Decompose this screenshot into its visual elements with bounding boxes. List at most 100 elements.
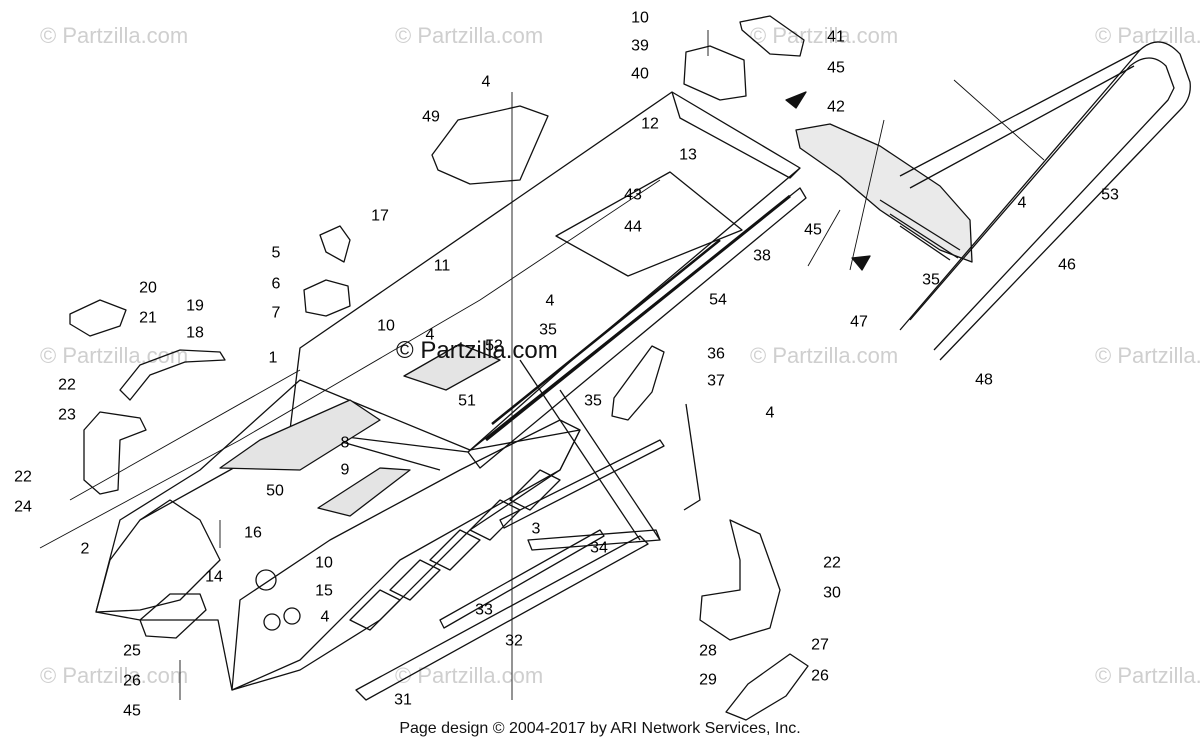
callout-number: 22 <box>58 377 76 394</box>
callout-number: 46 <box>1058 257 1076 274</box>
arrow-marker <box>785 91 807 109</box>
callout-number: 7 <box>272 305 281 322</box>
watermark-text: © Partzilla.com <box>40 663 188 688</box>
callout-number: 45 <box>123 703 141 720</box>
chassis-right-side <box>231 419 581 691</box>
callout-number: 9 <box>341 462 350 479</box>
running-board-rail-33 <box>439 529 605 629</box>
callout-number: 24 <box>14 499 32 516</box>
callout-number: 17 <box>371 208 389 225</box>
callout-number: 1 <box>269 350 278 367</box>
footrest-pad-left <box>219 399 381 471</box>
callout-number: 34 <box>590 540 608 557</box>
rear-bumper-46-inner <box>909 57 1175 351</box>
watermark-text: © Partzilla.com <box>750 23 898 48</box>
callout-number: 50 <box>266 483 284 500</box>
callout-number: 37 <box>707 373 725 390</box>
center-watermark: © Partzilla.com <box>396 337 558 364</box>
callout-number: 35 <box>922 272 940 289</box>
arrow-marker <box>851 255 871 271</box>
running-board-31 <box>355 535 649 701</box>
callout-number: 54 <box>709 292 727 309</box>
callout-number: 38 <box>753 248 771 265</box>
gusset-23 <box>83 411 147 495</box>
watermark-text: © Partzilla.com <box>395 23 543 48</box>
leader-lines <box>39 30 1045 700</box>
skid-plate-27 <box>725 653 809 721</box>
callout-number: 15 <box>315 583 333 600</box>
page-footer: Page design © 2004-2017 by ARI Network S… <box>399 720 801 737</box>
callout-number: 45 <box>804 222 822 239</box>
callout-number: 18 <box>186 325 204 342</box>
callout-number: 4 <box>546 293 555 310</box>
callout-number: 22 <box>14 469 32 486</box>
callout-number: 47 <box>850 314 868 331</box>
watermark-text: © Partzilla.com <box>1095 663 1200 688</box>
callout-number: 14 <box>205 569 223 586</box>
callout-number: 10 <box>315 555 333 572</box>
callout-number: 43 <box>624 187 642 204</box>
running-board-strap-2 <box>519 359 641 541</box>
callout-number: 33 <box>475 602 493 619</box>
rear-bumper-46 <box>899 41 1191 361</box>
callout-number: 16 <box>244 525 262 542</box>
callout-number: 41 <box>827 29 845 46</box>
strap-37 <box>683 403 701 511</box>
callout-number: 49 <box>422 109 440 126</box>
watermark-text: © Partzilla.com <box>750 343 898 368</box>
callout-number: 40 <box>631 66 649 83</box>
callout-number: 42 <box>827 99 845 116</box>
watermark-layer: © Partzilla.com © Partzilla.com © Partzill… <box>40 23 1200 688</box>
tunnel-top-panel <box>555 171 743 277</box>
callout-number: 29 <box>699 672 717 689</box>
running-board-strap <box>559 389 661 541</box>
callout-number: 45 <box>827 60 845 77</box>
callout-number: 11 <box>434 258 451 275</box>
callout-number: 6 <box>272 276 281 293</box>
callout-number: 36 <box>707 346 725 363</box>
footrest-pad-right <box>317 467 411 517</box>
rear-flap-42 <box>795 123 973 263</box>
callout-number: 28 <box>699 643 717 660</box>
rear-flap-42-ribs <box>879 199 961 261</box>
watermark-text: © Partzilla.com <box>40 23 188 48</box>
callout-number: 4 <box>321 609 330 626</box>
truss-cutouts <box>349 469 561 631</box>
callout-number: 4 <box>1018 195 1027 212</box>
callout-number: 2 <box>81 541 90 558</box>
callout-number: 26 <box>123 673 141 690</box>
watermark-text: © Partzilla.com <box>395 663 543 688</box>
callout-number: 35 <box>584 393 602 410</box>
callout-number: 39 <box>631 38 649 55</box>
bracket-36 <box>611 345 665 421</box>
rear-bumper-rail <box>899 49 1141 177</box>
callout-number: 27 <box>811 637 829 654</box>
callout-number: 4 <box>426 327 435 344</box>
callout-number: 3 <box>532 521 541 538</box>
callout-number: 8 <box>341 435 350 452</box>
callout-number: 52 <box>485 338 503 355</box>
tunnel-side-stripe <box>485 194 791 442</box>
skid-plate-25 <box>139 593 207 639</box>
running-board-rail-34 <box>499 439 665 529</box>
callout-number: 51 <box>458 393 476 410</box>
callout-number: 20 <box>139 280 157 297</box>
callout-number: 32 <box>505 633 523 650</box>
callout-number: 30 <box>823 585 841 602</box>
panel-hole <box>263 613 281 631</box>
callout-number: 10 <box>631 10 649 27</box>
front-bracket-2 <box>95 499 221 613</box>
callout-number: 19 <box>186 298 204 315</box>
footrest-bracket-22-right <box>699 519 781 641</box>
bracket-39 <box>683 45 747 101</box>
bumper-tube-21 <box>119 349 226 401</box>
callout-number: 13 <box>679 147 697 164</box>
callout-number: 31 <box>394 692 412 709</box>
callout-number: 44 <box>624 219 642 236</box>
callout-number: 26 <box>811 668 829 685</box>
floor-pad-52 <box>403 343 501 391</box>
callout-number: 23 <box>58 407 76 424</box>
callout-number: 21 <box>139 310 157 327</box>
